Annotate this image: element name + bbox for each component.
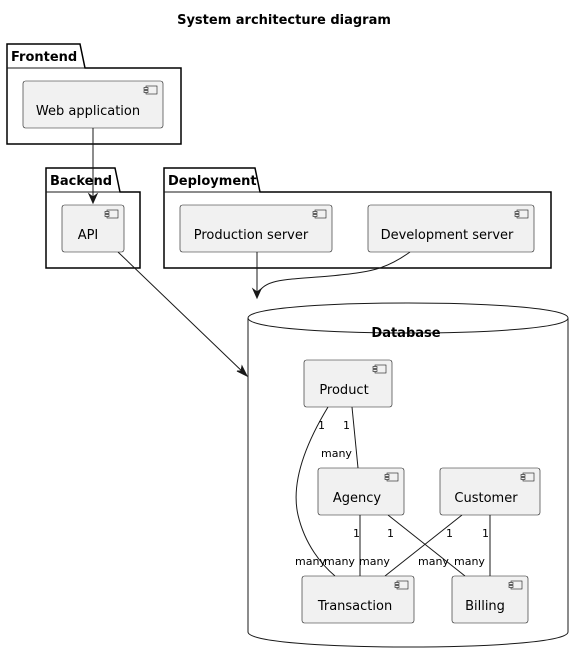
edge-agency-billing [387, 514, 466, 577]
edge-customer-transaction [384, 514, 463, 577]
component-production-server-box[interactable] [179, 204, 333, 253]
component-development-server-label: Development server [381, 228, 514, 243]
component-transaction[interactable]: Transaction [301, 575, 415, 624]
component-production-server[interactable]: Production server [179, 204, 333, 253]
component-agency-box[interactable] [317, 467, 405, 516]
component-api[interactable]: API [61, 204, 125, 253]
component-development-server-box[interactable] [367, 204, 535, 253]
component-billing[interactable]: Billing [451, 575, 529, 624]
mult-product-agency-from: 1 [343, 419, 350, 432]
mult-agency-transaction-to: many [359, 555, 390, 568]
mult-agency-transaction-from: 1 [353, 527, 360, 540]
component-customer-box[interactable] [439, 467, 541, 516]
component-icon [312, 209, 327, 219]
component-transaction-label: Transaction [317, 599, 392, 614]
database-cylinder-rim [247, 317, 569, 334]
component-icon [143, 85, 158, 95]
component-icon [104, 209, 119, 219]
mult-customer-transaction-from: 1 [446, 527, 453, 540]
mult-product-transaction-to: many [295, 555, 326, 568]
component-customer[interactable]: Customer [439, 467, 541, 516]
package-backend-title: Backend [50, 174, 112, 189]
mult-customer-billing-from: 1 [482, 527, 489, 540]
component-product-box[interactable] [303, 359, 393, 408]
component-production-server-label: Production server [194, 228, 309, 243]
edge-development-database [256, 251, 411, 298]
component-icon [384, 472, 399, 482]
component-product-label: Product [319, 383, 368, 398]
component-icon [372, 364, 387, 374]
component-icon [508, 580, 523, 590]
mult-customer-billing-to: many [454, 555, 485, 568]
component-agency[interactable]: Agency [317, 467, 405, 516]
package-frontend-title: Frontend [11, 50, 77, 65]
component-billing-label: Billing [465, 599, 505, 614]
component-transaction-box[interactable] [301, 575, 415, 624]
database-title: Database [371, 326, 440, 341]
package-deployment-title: Deployment [168, 174, 257, 189]
component-development-server[interactable]: Development server [367, 204, 535, 253]
mult-agency-billing-to: many [418, 555, 449, 568]
component-agency-label: Agency [333, 491, 382, 506]
mult-product-transaction-from: 1 [318, 419, 325, 432]
edges [87, 128, 491, 577]
edge-product-transaction [295, 406, 336, 577]
arrowhead-webapp-api [87, 192, 99, 205]
component-icon [520, 472, 535, 482]
component-api-label: API [78, 228, 99, 243]
mult-product-agency-to: many [321, 447, 352, 460]
arrowhead-api-database [236, 364, 249, 378]
component-web-application-box[interactable] [22, 80, 164, 129]
component-icon [394, 580, 409, 590]
component-web-application-label: Web application [36, 104, 140, 119]
mult-customer-transaction-to: many [324, 555, 355, 568]
component-web-application[interactable]: Web application [22, 80, 164, 129]
component-product[interactable]: Product [303, 359, 393, 408]
edge-product-agency [351, 406, 359, 469]
edge-api-database [117, 251, 247, 376]
diagram-title: System architecture diagram [177, 13, 391, 28]
component-customer-label: Customer [454, 491, 518, 506]
component-icon [514, 209, 529, 219]
arrowhead-to-database [251, 287, 263, 300]
multiplicity-labels: 1 1 many 1 1 1 1 many many many many man… [295, 419, 489, 568]
mult-agency-billing-from: 1 [387, 527, 394, 540]
